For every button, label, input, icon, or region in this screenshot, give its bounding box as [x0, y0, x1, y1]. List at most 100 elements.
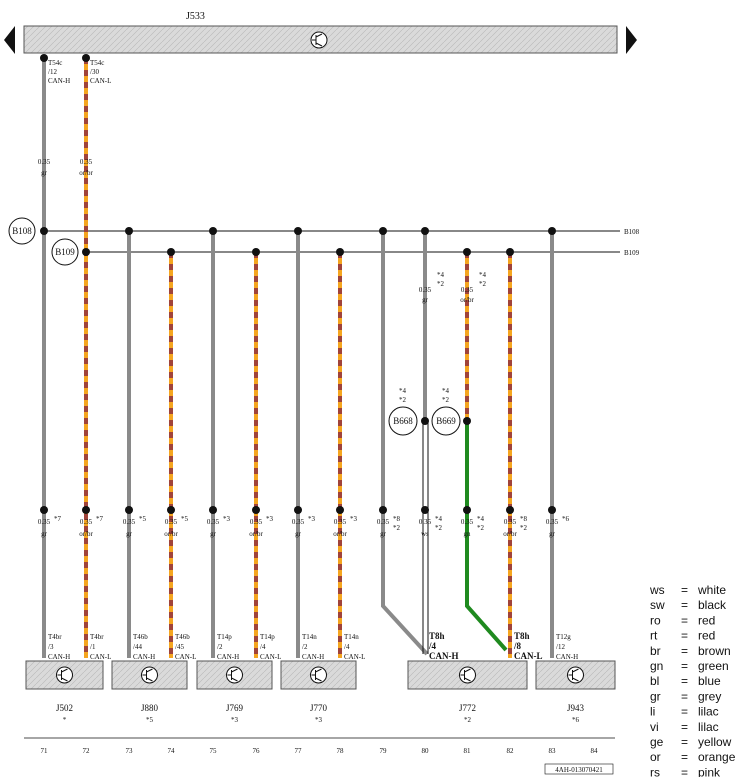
top-pin-label: /12 [48, 68, 57, 76]
bottom-pin-label: CAN-H [556, 653, 578, 661]
wires [40, 54, 556, 658]
control-unit-j880: J880 *5 [111, 660, 188, 724]
bottom-pin-label: T14n [302, 633, 317, 641]
bus-end-label-b108: B108 [624, 228, 640, 236]
junction-dot [294, 506, 302, 514]
splice-b669-label: B669 [436, 416, 456, 426]
column-number: 82 [507, 747, 515, 755]
junction-dot [463, 248, 471, 256]
unit-label: J880 [141, 703, 159, 713]
column-number: 80 [422, 747, 430, 755]
legend-equals: = [681, 674, 688, 688]
bottom-wire-color: or/br [164, 530, 178, 538]
legend-equals: = [681, 689, 688, 703]
bottom-wire-note: *3 [308, 515, 316, 523]
junction-dot [506, 248, 514, 256]
unit-note: *3 [231, 716, 239, 724]
legend-code: rs [650, 765, 660, 777]
column-number: 78 [337, 747, 345, 755]
bottom-wire-note: *5 [139, 515, 147, 523]
bottom-pin-label: /1 [90, 643, 96, 651]
junction-dot [421, 227, 429, 235]
bottom-wire-note: *2 [520, 524, 528, 532]
bottom-wire-color: ws [421, 530, 429, 538]
column-number: 77 [295, 747, 303, 755]
legend-name: white [697, 583, 726, 597]
splice-b668-note-1: *4 [399, 387, 407, 395]
splice-b668-note-2: *2 [399, 396, 407, 404]
bottom-pin-label: /8 [513, 641, 522, 651]
splice-b669-note-1: *4 [442, 387, 450, 395]
bottom-wire-size: 0.35 [334, 518, 347, 526]
legend-equals: = [681, 613, 688, 627]
junction-dot [379, 506, 387, 514]
bottom-pin-label: /3 [48, 643, 54, 651]
unit-label: J770 [310, 703, 328, 713]
bottom-wire-size: 0.35 [250, 518, 263, 526]
legend-equals: = [681, 583, 688, 597]
bottom-wire-note: *2 [477, 524, 485, 532]
bottom-wire-size: 0.35 [207, 518, 220, 526]
unit-note: *5 [146, 716, 154, 724]
bottom-pin-label: T8h [429, 631, 445, 641]
unit-note: *6 [572, 716, 580, 724]
top-wire-size: 0.35 [80, 158, 93, 166]
control-unit-j770: J770 *3 [280, 660, 357, 724]
column-number: 72 [83, 747, 91, 755]
bottom-wire-color: gr [126, 530, 133, 538]
column-number: 73 [126, 747, 134, 755]
column-number: 71 [41, 747, 49, 755]
splice-b109-label: B109 [55, 247, 75, 257]
transistor-icon [56, 666, 73, 684]
unit-note: *3 [315, 716, 323, 724]
top-pin-label: CAN-H [48, 77, 70, 85]
right-arrow-icon [626, 26, 637, 54]
bottom-pin-label: T46b [175, 633, 190, 641]
transistor-icon [226, 666, 243, 684]
bottom-wire-note: *6 [562, 515, 570, 523]
splice-b108: B108 [8, 217, 36, 245]
legend-equals: = [681, 629, 688, 643]
legend-name: red [698, 629, 715, 643]
unit-note: *2 [464, 716, 472, 724]
mid-wire-note: *2 [437, 280, 445, 288]
bottom-wire-color: gn [464, 530, 472, 538]
bottom-wire-color: gr [295, 530, 302, 538]
legend-name: orange [698, 750, 736, 764]
legend-equals: = [681, 705, 688, 719]
control-unit-j772: J772 *2 [407, 660, 528, 724]
bottom-pin-label: T14n [344, 633, 359, 641]
bottom-wire-note: *8 [393, 515, 401, 523]
legend-code: sw [650, 598, 665, 612]
top-pin-label: CAN-L [90, 77, 111, 85]
legend-code: gr [650, 689, 661, 703]
legend-code: vi [650, 720, 659, 734]
color-legend: ws=whitesw=blackro=redrt=redbr=browngn=g… [649, 583, 736, 777]
wire-labels: T54c/12CAN-HT54c/30CAN-L0.35gr0.35or/br0… [38, 59, 578, 661]
legend-equals: = [681, 735, 688, 749]
splice-b669-note-2: *2 [442, 396, 450, 404]
bottom-pin-label: /45 [175, 643, 184, 651]
j533-label: J533 [186, 11, 205, 22]
bottom-wire-color: or/br [333, 530, 347, 538]
splice-b668-label: B668 [393, 416, 413, 426]
bottom-wire-note: *4 [477, 515, 485, 523]
junction-dot [167, 506, 175, 514]
splice-b109: B109 [51, 238, 79, 266]
bottom-wire-size: 0.35 [419, 518, 432, 526]
legend-name: blue [698, 674, 721, 688]
splice-b668: B668 *4 *2 [388, 387, 418, 436]
bottom-pin-label: /2 [217, 643, 223, 651]
top-wire-size: 0.35 [38, 158, 51, 166]
bottom-pin-label: CAN-L [260, 653, 281, 661]
junction-dot [252, 506, 260, 514]
bottom-pin-label: /4 [428, 641, 437, 651]
unit-label: J772 [459, 703, 476, 713]
column-number: 81 [464, 747, 472, 755]
mid-wire-note: *4 [479, 271, 487, 279]
junction-dot [548, 506, 556, 514]
bottom-pin-label: T14p [217, 633, 232, 641]
bottom-pin-label: CAN-H [48, 653, 70, 661]
